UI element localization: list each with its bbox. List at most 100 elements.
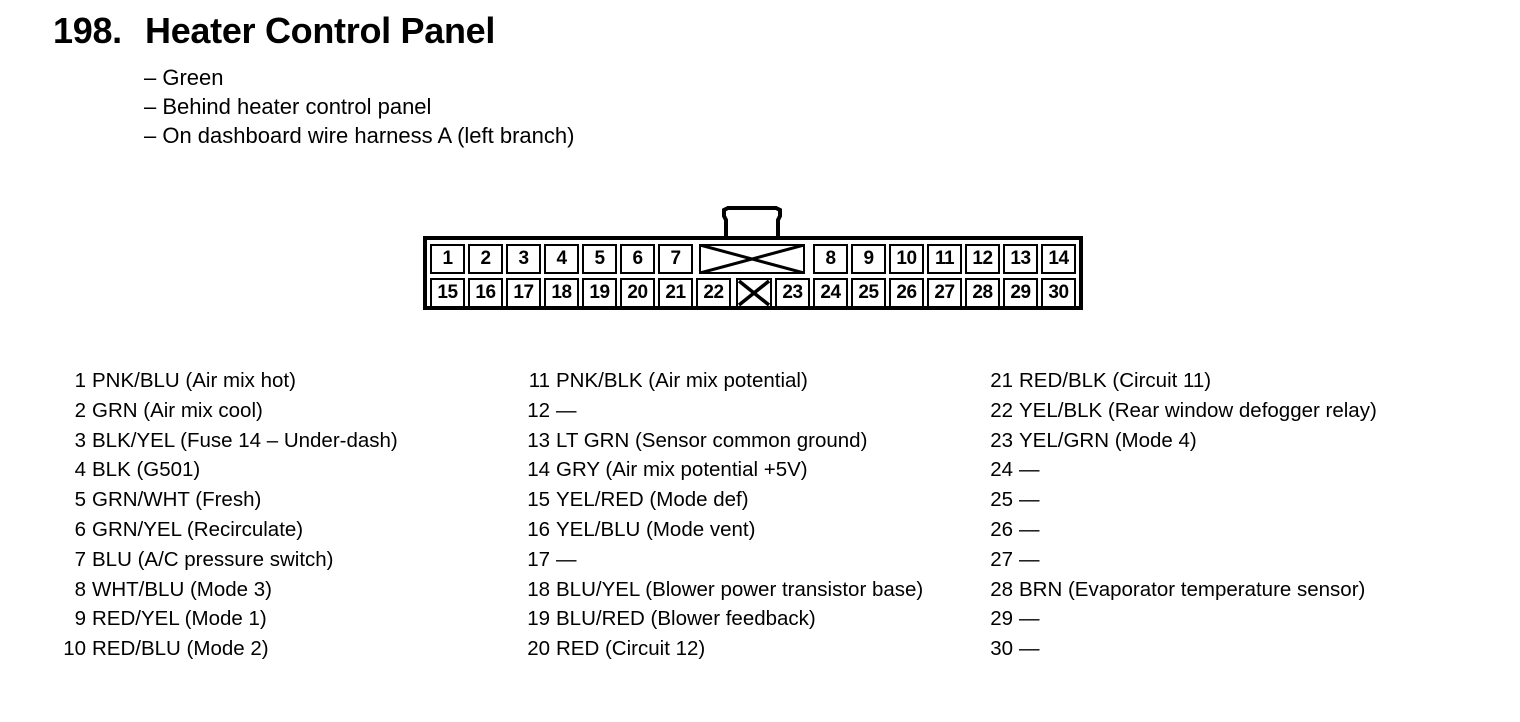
pin-row: 17— [521, 545, 923, 575]
pin-number: 3 [74, 428, 86, 452]
blank-cavity-top [699, 244, 805, 274]
pin-description: RED/YEL (Mode 1) [92, 607, 267, 631]
pin-description: BLU/YEL (Blower power transistor base) [556, 577, 924, 601]
pin-row: 11 PNK/BLK (Air mix potential) [521, 366, 923, 396]
pin-number: 26 [990, 517, 1013, 541]
cavity-25: 25 [851, 278, 886, 308]
pin-description: GRN/YEL (Recirculate) [92, 517, 304, 541]
note-color: – Green [144, 65, 224, 90]
pin-description: PNK/BLK (Air mix potential) [556, 369, 808, 392]
pin-number: 8 [74, 577, 86, 601]
page-title: 198.Heater Control Panel [53, 10, 495, 52]
pin-description: RED (Circuit 12) [556, 637, 706, 661]
pin-description: RED/BLK (Circuit 11) [1019, 369, 1212, 392]
pin-description: BLU (A/C pressure switch) [92, 547, 334, 571]
pin-description: — [1019, 607, 1040, 631]
cavity-24: 24 [813, 278, 848, 308]
pin-number: 22 [990, 398, 1013, 422]
cavity-20: 20 [620, 278, 655, 308]
pin-number: 12 [527, 398, 550, 422]
pin-row: 30— [984, 634, 1377, 664]
pin-number: 14 [527, 458, 550, 482]
pin-description: YEL/RED (Mode def) [556, 488, 749, 512]
pin-number: 18 [527, 577, 550, 601]
pin-row: 12— [521, 396, 923, 426]
pin-description: — [1019, 517, 1040, 541]
pin-description: RED/BLU (Mode 2) [92, 637, 269, 661]
pin-number: 4 [74, 458, 86, 482]
pin-description: — [1019, 458, 1040, 482]
cavity-3: 3 [506, 244, 541, 274]
pin-description: GRN (Air mix cool) [92, 398, 263, 422]
pin-number: 6 [74, 517, 86, 541]
connector-diagram: 1 2 3 4 5 6 7 8 9 10 11 12 13 14 15 16 1… [423, 206, 1083, 312]
pin-number: 15 [527, 488, 550, 512]
pin-row: 27— [984, 545, 1377, 575]
pin-number: 19 [527, 607, 550, 631]
connector-notes: – Green – Behind heater control panel – … [144, 63, 574, 150]
cavity-9: 9 [851, 244, 886, 274]
cavity-21: 21 [658, 278, 693, 308]
pin-row: 29— [984, 604, 1377, 634]
cavity-22: 22 [696, 278, 731, 308]
pin-description: — [556, 547, 577, 571]
cavity-13: 13 [1003, 244, 1038, 274]
cavity-2: 2 [468, 244, 503, 274]
note-location: – Behind heater control panel [144, 94, 432, 119]
cavity-15: 15 [430, 278, 465, 308]
cavity-18: 18 [544, 278, 579, 308]
section-title: Heater Control Panel [145, 10, 496, 51]
pin-number: 20 [527, 637, 550, 661]
pin-number: 24 [990, 458, 1013, 482]
pin-row: 1 PNK/BLU (Air mix hot) [57, 366, 398, 396]
pin-description: YEL/GRN (Mode 4) [1019, 428, 1197, 452]
cavity-12: 12 [965, 244, 1000, 274]
pin-description: GRN/WHT (Fresh) [92, 488, 262, 512]
pin-description: YEL/BLU (Mode vent) [556, 517, 756, 541]
pin-description: — [1019, 547, 1040, 571]
pin-number: 29 [990, 607, 1013, 631]
connector-latch-icon [722, 206, 782, 236]
pin-number: 27 [990, 547, 1013, 571]
cavity-29: 29 [1003, 278, 1038, 308]
pin-description: BLU/RED (Blower feedback) [556, 607, 816, 631]
pin-number: 23 [990, 428, 1013, 452]
cavity-27: 27 [927, 278, 962, 308]
pin-number: 10 [63, 637, 86, 661]
pin-number: 25 [990, 488, 1013, 512]
blank-cavity-bottom [736, 278, 772, 308]
cavity-7: 7 [658, 244, 693, 274]
note-harness: – On dashboard wire harness A (left bran… [144, 123, 575, 148]
pin-description: YEL/BLK (Rear window defogger relay) [1019, 398, 1377, 422]
cavity-6: 6 [620, 244, 655, 274]
pin-description: LT GRN (Sensor common ground) [556, 428, 868, 452]
pin-number: 1 [74, 369, 86, 392]
pin-number: 17 [527, 547, 550, 571]
pin-number: 11 [528, 369, 550, 392]
cavity-28: 28 [965, 278, 1000, 308]
cavity-1: 1 [430, 244, 465, 274]
pin-description: BRN (Evaporator temperature sensor) [1019, 577, 1366, 601]
cavity-5: 5 [582, 244, 617, 274]
cavity-4: 4 [544, 244, 579, 274]
pin-description: PNK/BLU (Air mix hot) [92, 369, 296, 392]
cavity-11: 11 [927, 244, 962, 274]
